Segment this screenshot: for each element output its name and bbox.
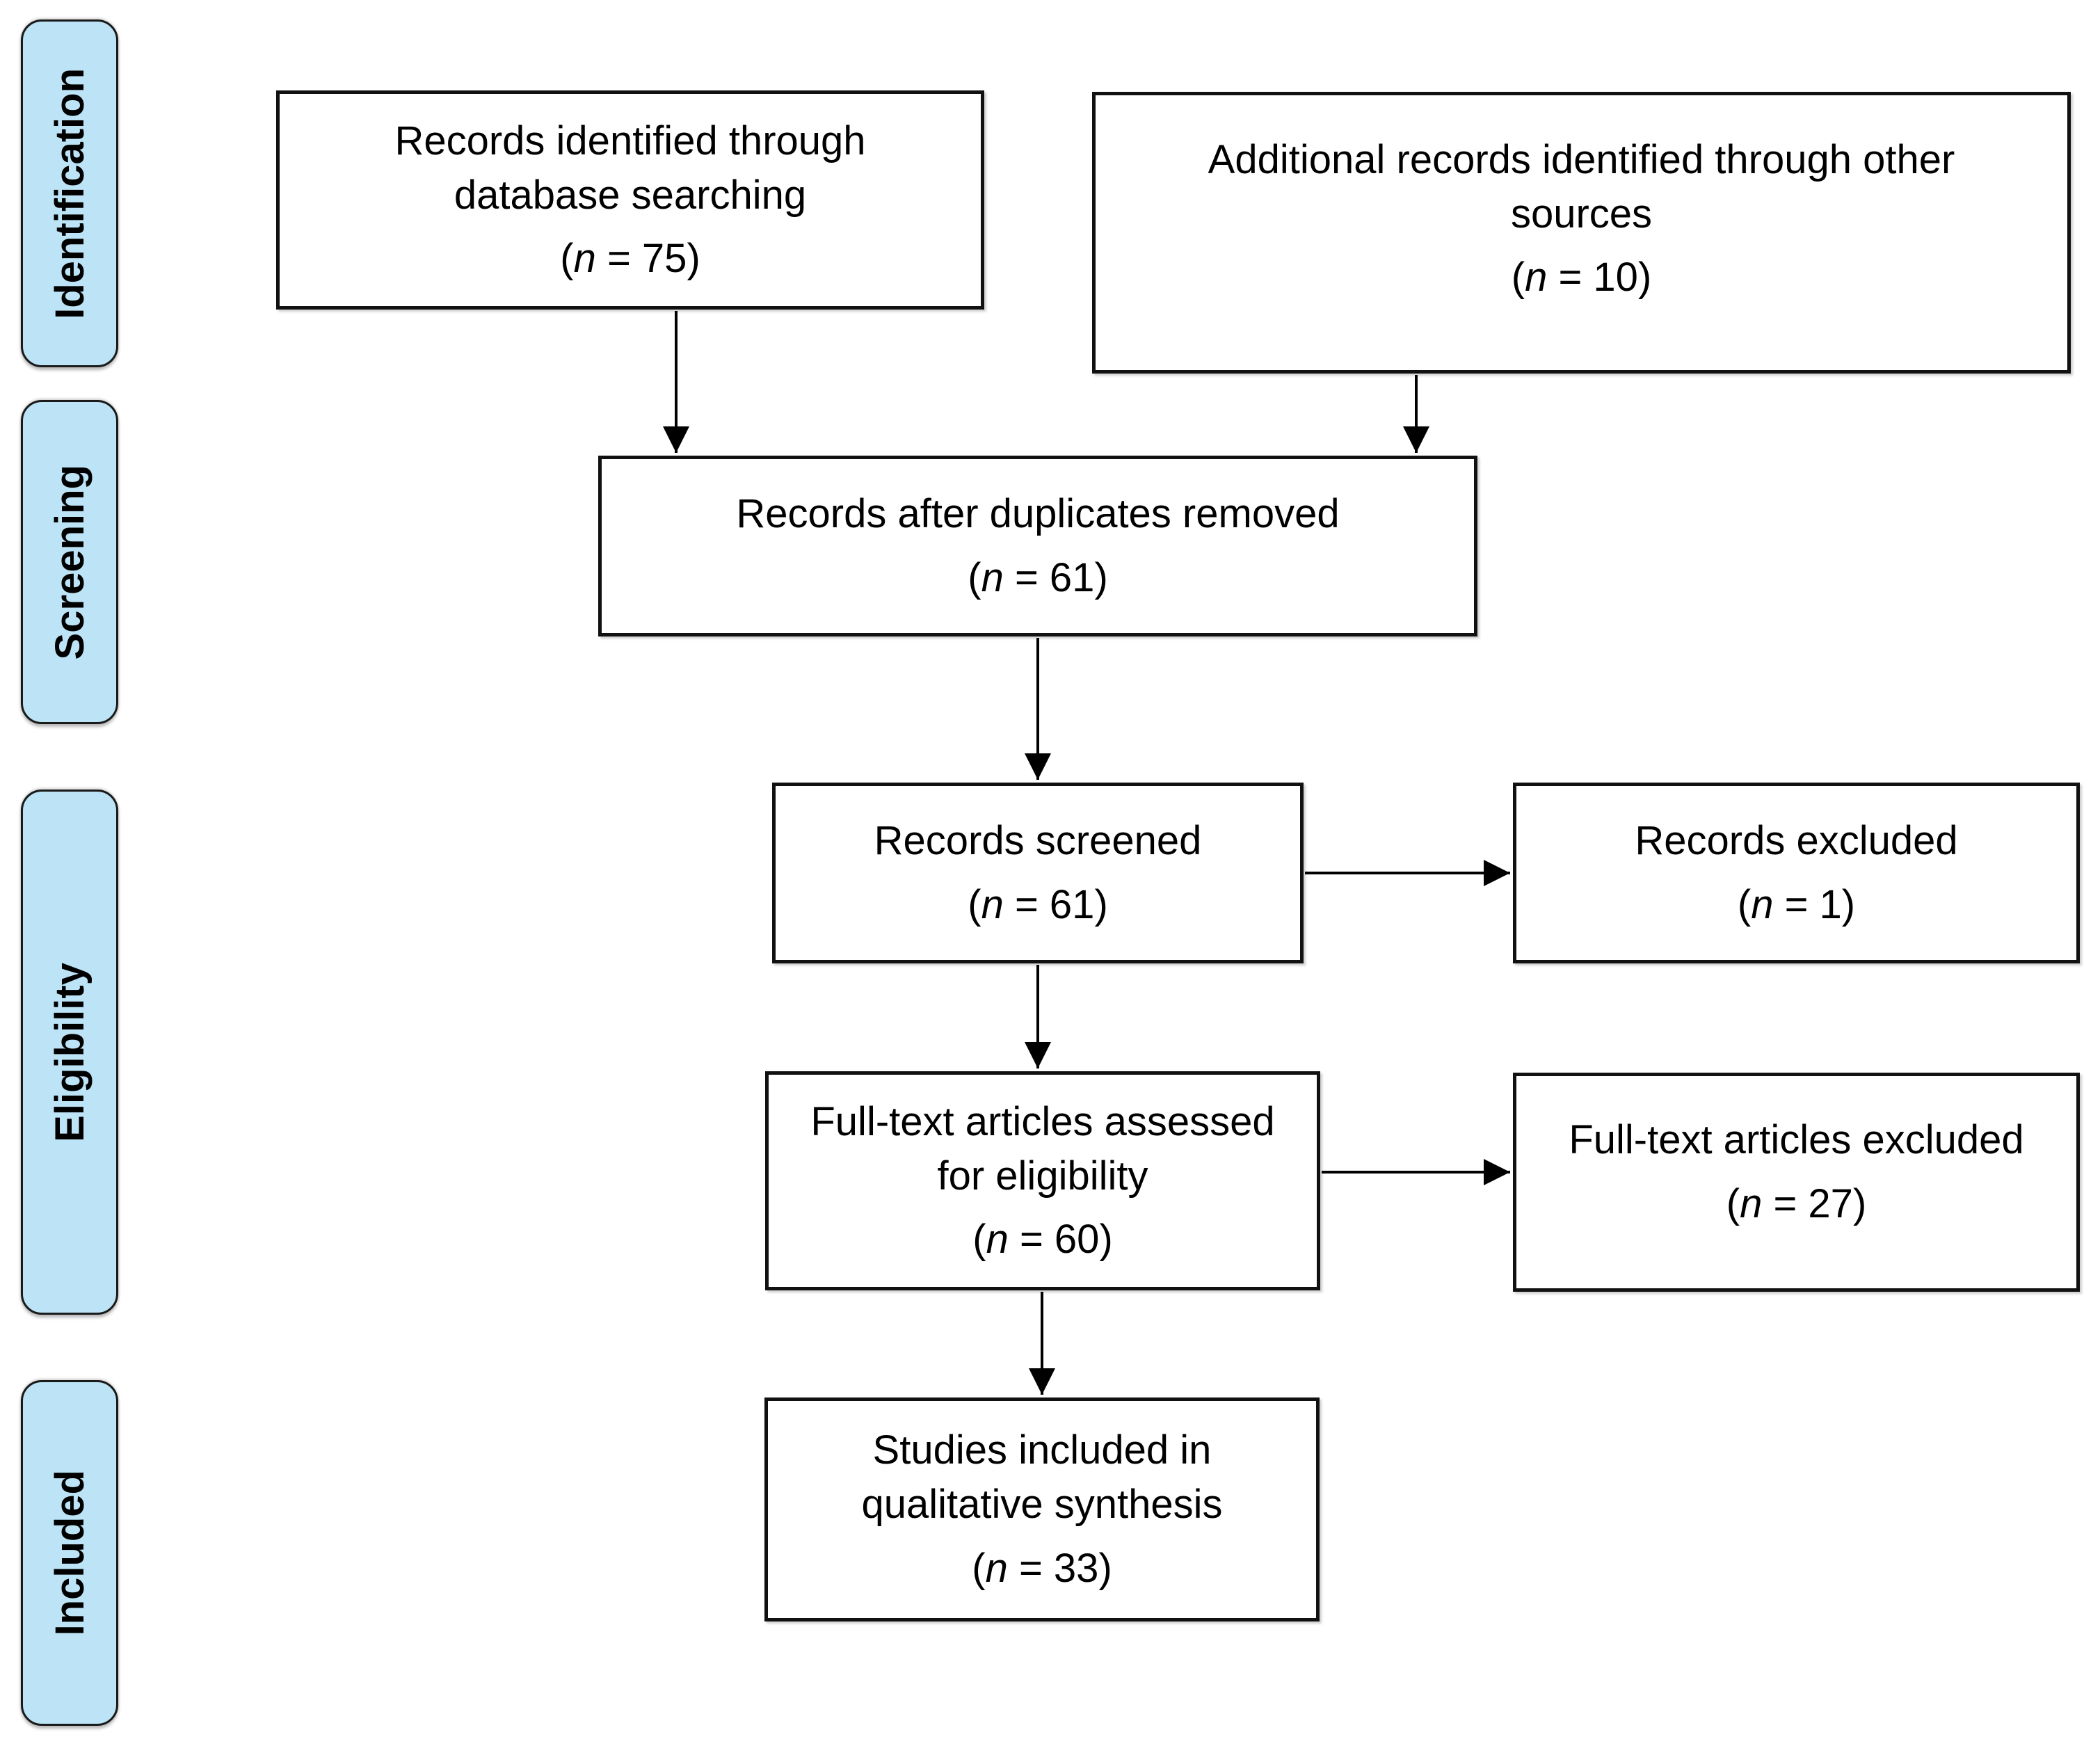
stage-label-text: Included [47,1470,93,1636]
stage-label-text: Screening [47,464,93,660]
box-text: Additional records identified through ot… [1208,136,1955,237]
box-count: (n = 10) [1511,255,1652,301]
box-count: (n = 27) [1726,1180,1867,1226]
box-text: Studies included in qualitative synthesi… [861,1427,1223,1528]
stage-label-included: Included [21,1380,118,1726]
box-count: (n = 1) [1737,882,1856,927]
box-count: (n = 61) [968,882,1108,927]
stage-label-eligibility: Eligibility [21,790,118,1315]
box-count: (n = 60) [972,1217,1113,1263]
box-additional-records: Additional records identified through ot… [1092,92,2071,374]
box-text: Records after duplicates removed [736,491,1340,537]
box-count: (n = 75) [560,236,700,282]
box-records-screened: Records screened (n = 61) [772,783,1304,963]
box-text: Full-text articles assessed for eligibil… [810,1098,1275,1199]
stage-label-text: Identification [47,67,93,319]
stage-label-screening: Screening [21,400,118,724]
box-studies-included: Studies included in qualitative synthesi… [764,1397,1320,1621]
stage-label-text: Eligibility [47,962,93,1142]
box-count: (n = 61) [968,555,1108,600]
box-duplicates-removed: Records after duplicates removed (n = 61… [598,456,1477,636]
box-records-excluded: Records excluded (n = 1) [1513,783,2080,963]
box-fulltext-excluded: Full-text articles excluded (n = 27) [1513,1073,2080,1292]
box-count: (n = 33) [972,1545,1112,1591]
box-fulltext-assessed: Full-text articles assessed for eligibil… [765,1071,1320,1290]
box-records-identified: Records identified through database sear… [276,90,984,310]
box-text: Records identified through database sear… [394,118,866,218]
box-text: Records screened [874,818,1202,864]
box-text: Full-text articles excluded [1569,1116,2024,1162]
stage-label-identification: Identification [21,19,118,367]
box-text: Records excluded [1635,818,1958,864]
